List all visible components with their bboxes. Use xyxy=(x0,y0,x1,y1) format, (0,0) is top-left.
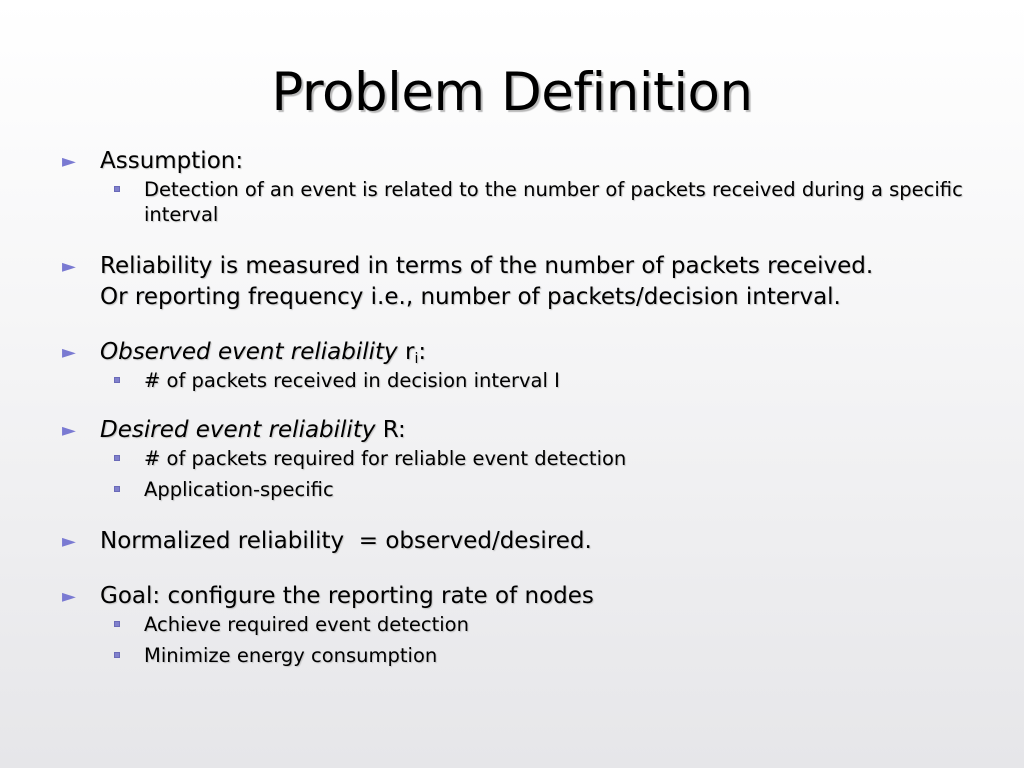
sub-bullet-packets-received: # of packets received in decision interv… xyxy=(62,368,982,393)
sub-bullet-text: # of packets received in decision interv… xyxy=(144,369,560,392)
bullet-text-line1: Reliability is measured in terms of the … xyxy=(100,253,874,279)
triangle-bullet-icon: ► xyxy=(62,256,76,277)
sub-bullet-detection: Detection of an event is related to the … xyxy=(62,177,982,227)
triangle-bullet-icon: ► xyxy=(62,151,76,172)
bullet-observed-reliability: ► Observed event reliability ri: xyxy=(62,337,982,368)
sub-bullet-achieve-detection: Achieve required event detection xyxy=(62,612,982,637)
triangle-bullet-icon: ► xyxy=(62,531,76,552)
sub-bullet-packets-required: # of packets required for reliable event… xyxy=(62,446,982,471)
triangle-bullet-icon: ► xyxy=(62,342,76,363)
sub-bullet-text: Achieve required event detection xyxy=(144,613,469,636)
bullet-text: Assumption: xyxy=(100,148,244,174)
square-bullet-icon xyxy=(114,455,120,461)
observed-suffix: : xyxy=(418,339,427,365)
bullet-goal: ► Goal: configure the reporting rate of … xyxy=(62,581,982,612)
observed-label: Observed event reliability xyxy=(100,339,398,365)
square-bullet-icon xyxy=(114,186,120,192)
desired-suffix: R: xyxy=(375,417,406,443)
square-bullet-icon xyxy=(114,486,120,492)
bullet-text-line2: Or reporting frequency i.e., number of p… xyxy=(100,284,841,310)
sub-bullet-text: Detection of an event is related to the … xyxy=(144,178,963,226)
slide-content: ► Assumption: Detection of an event is r… xyxy=(62,146,982,668)
desired-label: Desired event reliability xyxy=(100,417,376,443)
sub-bullet-application-specific: Application-specific xyxy=(62,477,982,502)
sub-bullet-text: # of packets required for reliable event… xyxy=(144,447,627,470)
observed-symbol: r xyxy=(404,339,415,365)
sub-bullet-text: Minimize energy consumption xyxy=(144,644,438,667)
bullet-desired-reliability: ► Desired event reliability R: xyxy=(62,415,982,446)
sub-bullet-text: Application-specific xyxy=(144,478,334,501)
square-bullet-icon xyxy=(114,652,120,658)
bullet-text: Normalized reliability = observed/desire… xyxy=(100,528,592,554)
sub-bullet-minimize-energy: Minimize energy consumption xyxy=(62,643,982,668)
observed-subscript: i xyxy=(414,351,419,367)
square-bullet-icon xyxy=(114,377,120,383)
triangle-bullet-icon: ► xyxy=(62,420,76,441)
triangle-bullet-icon: ► xyxy=(62,586,76,607)
bullet-normalized-reliability: ► Normalized reliability = observed/desi… xyxy=(62,526,982,557)
bullet-reliability: ► Reliability is measured in terms of th… xyxy=(62,251,982,313)
slide-title: Problem Definition xyxy=(271,62,753,123)
square-bullet-icon xyxy=(114,621,120,627)
bullet-assumption: ► Assumption: xyxy=(62,146,982,177)
bullet-text: Goal: configure the reporting rate of no… xyxy=(100,583,594,609)
